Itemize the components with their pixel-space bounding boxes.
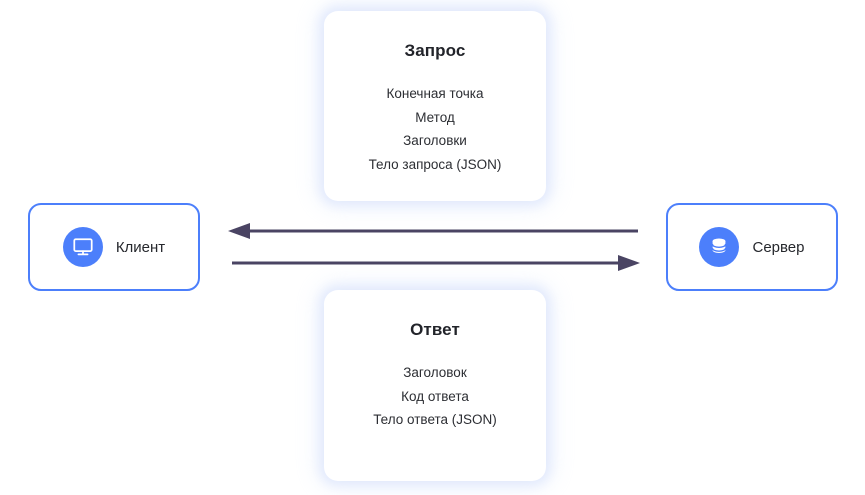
response-line-body: Тело ответа (JSON) <box>373 412 497 427</box>
server-label: Сервер <box>752 238 805 256</box>
database-icon <box>699 227 740 267</box>
request-arrow <box>232 255 640 271</box>
client-node: Клиент <box>28 203 200 291</box>
response-card-lines: Заголовок Код ответа Тело ответа (JSON) <box>324 361 546 432</box>
request-line-endpoint: Конечная точка <box>386 86 484 101</box>
request-card-lines: Конечная точка Метод Заголовки Тело запр… <box>324 82 546 176</box>
response-card-title: Ответ <box>410 320 460 339</box>
request-card-title: Запрос <box>404 41 466 60</box>
request-line-headers: Заголовки <box>403 133 467 148</box>
response-arrow <box>228 223 638 239</box>
response-line-header: Заголовок <box>403 365 467 380</box>
server-node: Сервер <box>666 203 838 291</box>
monitor-icon <box>62 227 103 267</box>
response-card: Ответ Заголовок Код ответа Тело ответа (… <box>324 290 546 481</box>
response-line-status-code: Код ответа <box>401 388 469 404</box>
request-line-method: Метод <box>415 109 455 125</box>
request-line-body: Тело запроса (JSON) <box>368 156 502 172</box>
request-card: Запрос Конечная точка Метод Заголовки Те… <box>324 11 546 201</box>
client-label: Клиент <box>115 238 166 256</box>
